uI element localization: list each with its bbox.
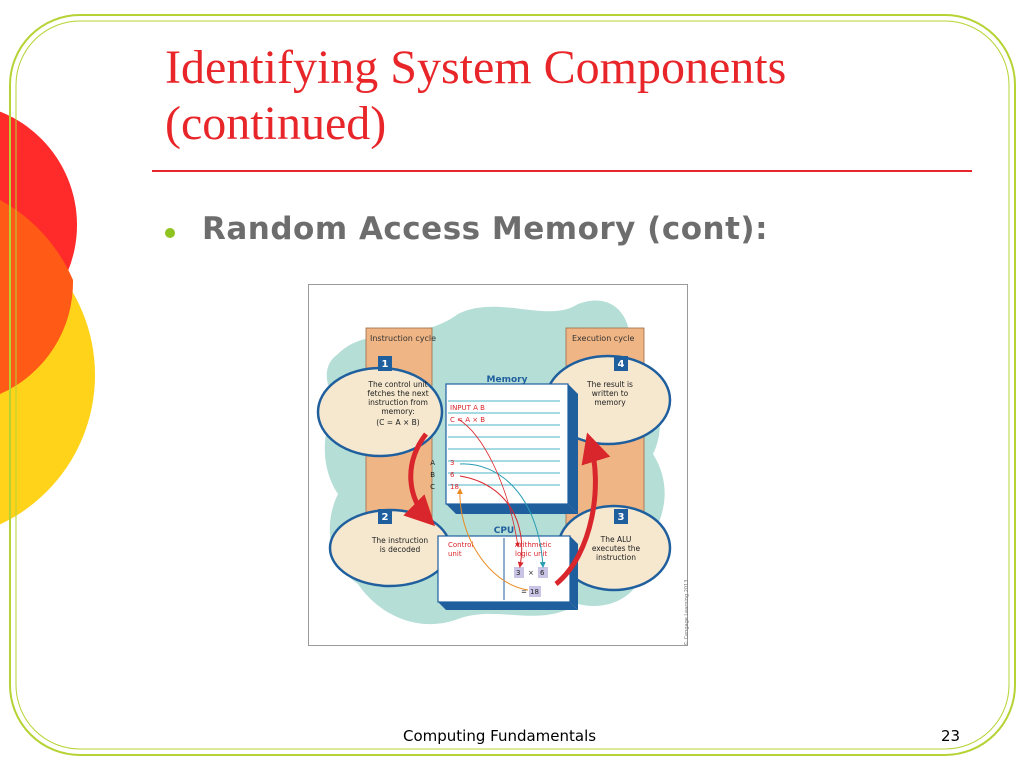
alu-operand-box xyxy=(538,567,548,578)
cpu-block-side xyxy=(570,536,578,610)
step-1-line: The control unit xyxy=(367,380,427,389)
alu-operand-a: 3 xyxy=(516,569,520,577)
figure-copyright: © Cengage Learning 2013 xyxy=(684,579,690,646)
alu-label: Arithmetic xyxy=(515,541,552,549)
step-2-line: The instruction xyxy=(371,536,429,545)
memory-row-text: C = A × B xyxy=(450,416,485,424)
writeback-cycle-arrow xyxy=(554,432,611,586)
instruction-cycle-label: Instruction cycle xyxy=(370,334,436,343)
step-1-line: (C = A × B) xyxy=(376,418,420,427)
data-flow-arrow xyxy=(457,418,520,548)
decode-cycle-arrow xyxy=(403,432,436,527)
step-4-line: written to xyxy=(592,389,629,398)
data-flow-arrow xyxy=(459,475,524,568)
step-4-badge xyxy=(614,356,628,371)
step-2-badge xyxy=(378,509,392,524)
orange-overlap xyxy=(0,200,74,394)
step-3-number: 3 xyxy=(618,512,625,523)
alu-result-box xyxy=(529,586,541,597)
execution-cycle-label: Execution cycle xyxy=(572,334,635,343)
bullet-text: Random Access Memory (cont): xyxy=(202,211,768,247)
title-line-2: (continued) xyxy=(165,97,387,150)
step-2-number: 2 xyxy=(382,512,389,523)
alu-result: 18 xyxy=(530,588,539,596)
step-1-number: 1 xyxy=(382,359,389,370)
memory-label: Memory xyxy=(487,375,528,385)
step-4-number: 4 xyxy=(618,359,625,370)
step-4-line: memory xyxy=(594,398,626,407)
footer-text: Computing Fundamentals xyxy=(403,727,597,745)
memory-address-c: C xyxy=(430,483,435,491)
alu-operand-b: 6 xyxy=(540,569,545,577)
memory-block-side xyxy=(568,384,578,514)
control-unit-label: unit xyxy=(448,550,462,558)
control-unit-label: Control xyxy=(448,541,473,549)
memory-address-a: A xyxy=(430,459,435,467)
alu-operator: × xyxy=(528,569,534,577)
step-1-line: memory: xyxy=(381,407,414,416)
memory-value-c: 18 xyxy=(450,483,459,491)
data-flow-arrow xyxy=(459,463,546,568)
memory-block xyxy=(445,383,569,505)
data-flow-arrow xyxy=(456,488,529,591)
alu-equals: = xyxy=(521,588,527,596)
step-1-line: instruction from xyxy=(368,398,428,407)
alu-operand-box xyxy=(514,567,524,578)
memory-value-a: 3 xyxy=(450,459,454,467)
step-3-badge xyxy=(614,509,628,524)
memory-row-text: INPUT A B xyxy=(450,404,485,412)
cpu-label: CPU xyxy=(494,526,515,536)
cpu-block-bottom xyxy=(438,602,578,610)
ram-cycle-figure: Instruction cycle Execution cycle 1 2 3 … xyxy=(308,284,688,646)
title-line-1: Identifying System Components xyxy=(165,41,787,94)
step-1-line: fetches the next xyxy=(367,389,428,398)
title-underline xyxy=(152,170,972,172)
bullet-dot-icon xyxy=(165,228,175,238)
memory-value-b: 6 xyxy=(450,471,455,479)
memory-address-b: B xyxy=(430,471,435,479)
step-3-line: executes the xyxy=(592,544,641,553)
step-3-line: instruction xyxy=(596,553,636,562)
step-4-line: The result is xyxy=(586,380,633,389)
alu-label: logic unit xyxy=(515,550,548,558)
step-1-badge xyxy=(378,356,392,371)
step-3-line: The ALU xyxy=(600,535,632,544)
page-number: 23 xyxy=(941,727,961,745)
slide-title: Identifying System Components (continued… xyxy=(165,40,965,152)
step-2-line: is decoded xyxy=(380,545,421,554)
